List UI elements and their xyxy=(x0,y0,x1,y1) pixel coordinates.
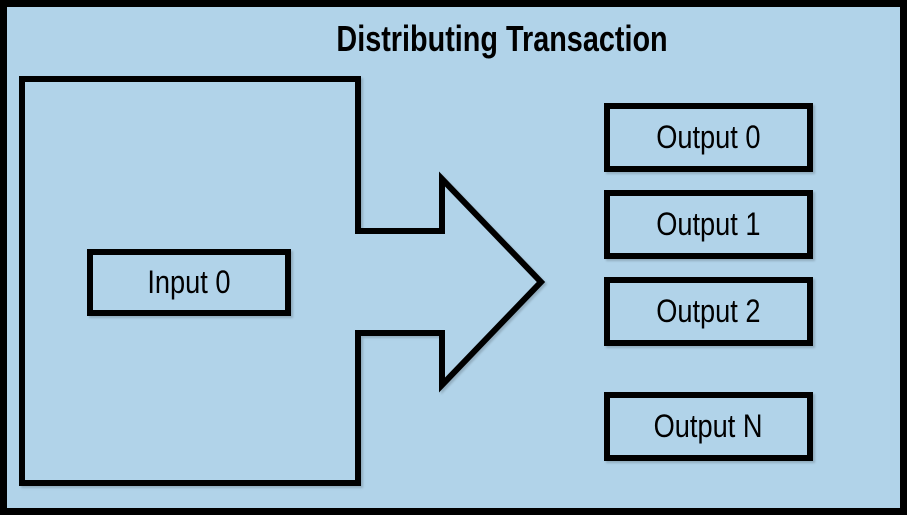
output-box-n: Output N xyxy=(604,392,813,461)
output-label: Output 2 xyxy=(656,293,761,329)
diagram-title: Distributing Transaction xyxy=(104,17,900,61)
output-box-1: Output 1 xyxy=(604,190,813,259)
output-label: Output N xyxy=(654,408,763,444)
input-label: Input 0 xyxy=(147,264,231,300)
diagram-title-text: Distributing Transaction xyxy=(336,18,668,59)
output-box-2: Output 2 xyxy=(604,277,813,346)
output-box-0: Output 0 xyxy=(604,103,813,172)
output-label: Output 0 xyxy=(656,119,761,155)
output-label: Output 1 xyxy=(656,206,761,242)
input-box: Input 0 xyxy=(87,249,291,316)
